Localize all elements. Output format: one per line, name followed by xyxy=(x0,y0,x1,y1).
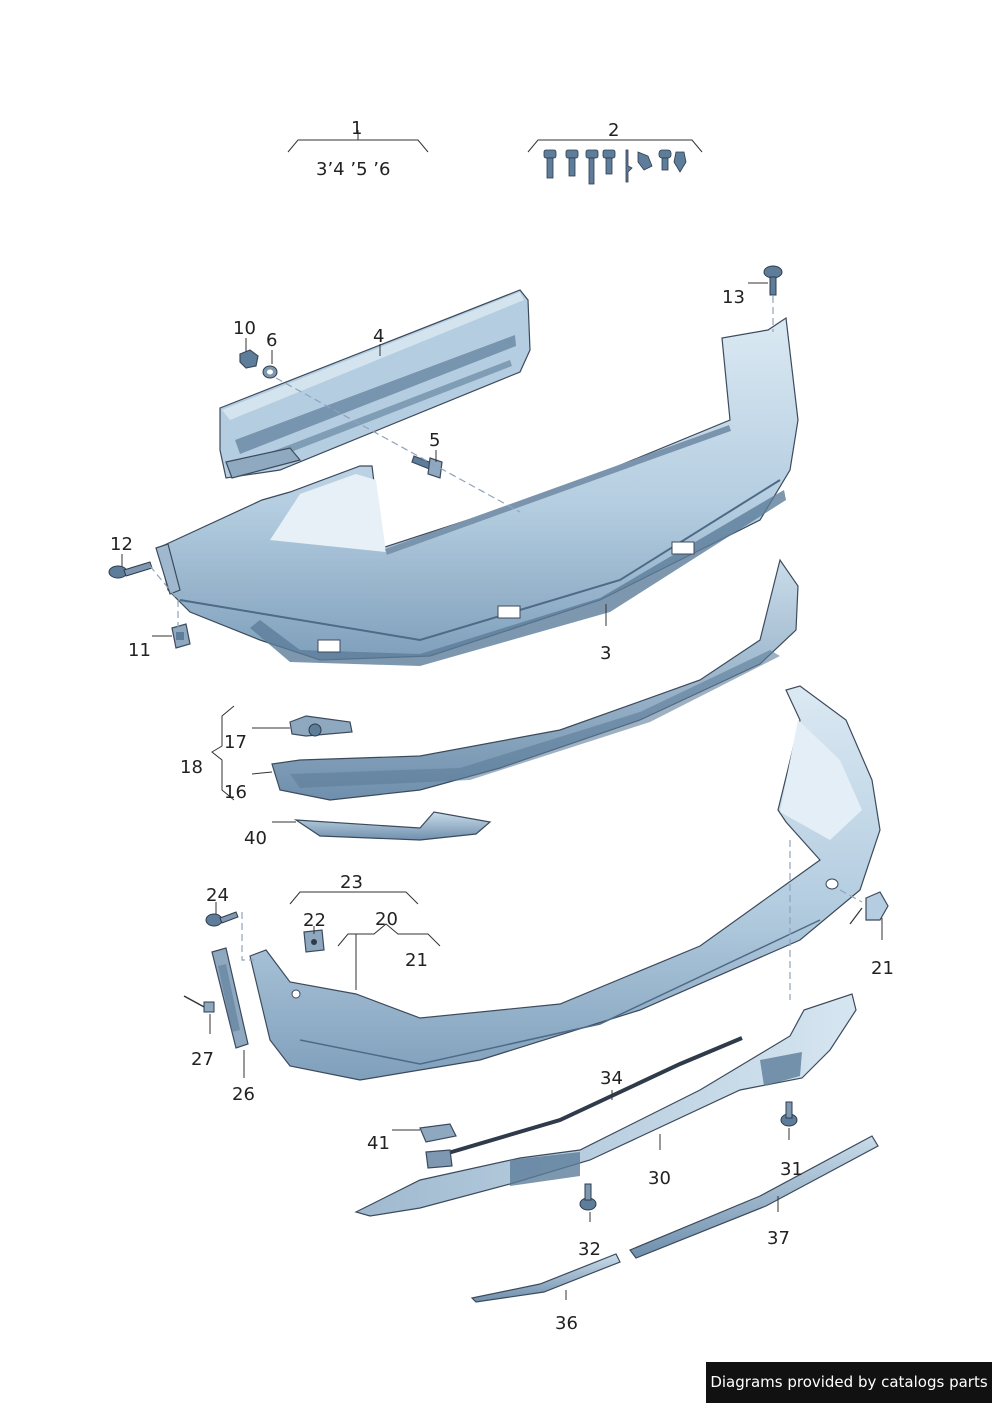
callout-10: 10 xyxy=(233,318,256,339)
part-13-screw xyxy=(763,265,783,296)
credit-banner: Diagrams provided by catalogs parts xyxy=(706,1362,992,1403)
part-26-side-bracket xyxy=(211,947,249,1049)
callout-21-inline: 21 xyxy=(405,950,428,971)
part-16-lower-carrier xyxy=(271,558,799,801)
callout-11: 11 xyxy=(128,640,151,661)
callout-1-sublist: 3’4 ’5 ’6 xyxy=(316,159,390,180)
part-10-nut xyxy=(239,349,259,369)
callout-41: 41 xyxy=(367,1133,390,1154)
callout-1: 1 xyxy=(351,118,362,139)
part-36-trim-strip xyxy=(470,1253,621,1303)
part-32-screw xyxy=(579,1183,597,1211)
callout-group-2: 2 xyxy=(527,120,703,185)
assembly-lines xyxy=(149,296,863,1000)
callout-4: 4 xyxy=(373,326,384,347)
part-40-trim-strip xyxy=(293,811,492,841)
callout-6: 6 xyxy=(266,330,277,351)
callout-22: 22 xyxy=(303,910,326,931)
part-21-tow-eye-cover xyxy=(849,891,889,925)
callout-18: 18 xyxy=(180,757,203,778)
callout-17: 17 xyxy=(224,732,247,753)
callout-23: 23 xyxy=(340,872,363,893)
part-27-clip xyxy=(183,995,215,1013)
part-41-connector xyxy=(419,1123,457,1169)
callout-21: 21 xyxy=(871,958,894,979)
part-37-trim-strip xyxy=(629,1135,879,1259)
part-17-bracket xyxy=(289,715,353,737)
part-24-screw xyxy=(205,911,239,927)
fastener-set-icons xyxy=(543,149,687,185)
part-3-upper-bumper-cover xyxy=(155,316,799,666)
callout-34: 34 xyxy=(600,1068,623,1089)
callout-3: 3 xyxy=(600,643,611,664)
callout-16: 16 xyxy=(224,782,247,803)
part-12-screw xyxy=(108,561,153,579)
callout-5: 5 xyxy=(429,430,440,451)
callout-2: 2 xyxy=(608,120,619,141)
part-30-rear-diffuser xyxy=(354,993,857,1217)
part-34-trim-strip xyxy=(437,1036,743,1158)
part-5-bolt xyxy=(411,455,443,479)
callout-26: 26 xyxy=(232,1084,255,1105)
callout-12: 12 xyxy=(110,534,133,555)
part-31-screw xyxy=(780,1101,798,1127)
callout-13: 13 xyxy=(722,287,745,308)
callout-32: 32 xyxy=(578,1239,601,1260)
part-11-clip xyxy=(171,623,191,649)
part-6-washer xyxy=(262,365,278,379)
callout-36: 36 xyxy=(555,1313,578,1334)
callout-40: 40 xyxy=(244,828,267,849)
callout-37: 37 xyxy=(767,1228,790,1249)
callout-24: 24 xyxy=(206,885,229,906)
part-4-impact-absorber xyxy=(219,289,531,479)
callouts: 4 10 6 5 13 12 11 3 17 18 16 40 23 24 22… xyxy=(110,282,894,1334)
callout-20: 20 xyxy=(375,909,398,930)
part-22-clip xyxy=(303,929,325,953)
callout-31: 31 xyxy=(780,1159,803,1180)
callout-27: 27 xyxy=(191,1049,214,1070)
callout-group-1: 1 3’4 ’5 ’6 xyxy=(287,118,429,180)
callout-30: 30 xyxy=(648,1168,671,1189)
part-20-lower-bumper-cover xyxy=(249,685,881,1081)
